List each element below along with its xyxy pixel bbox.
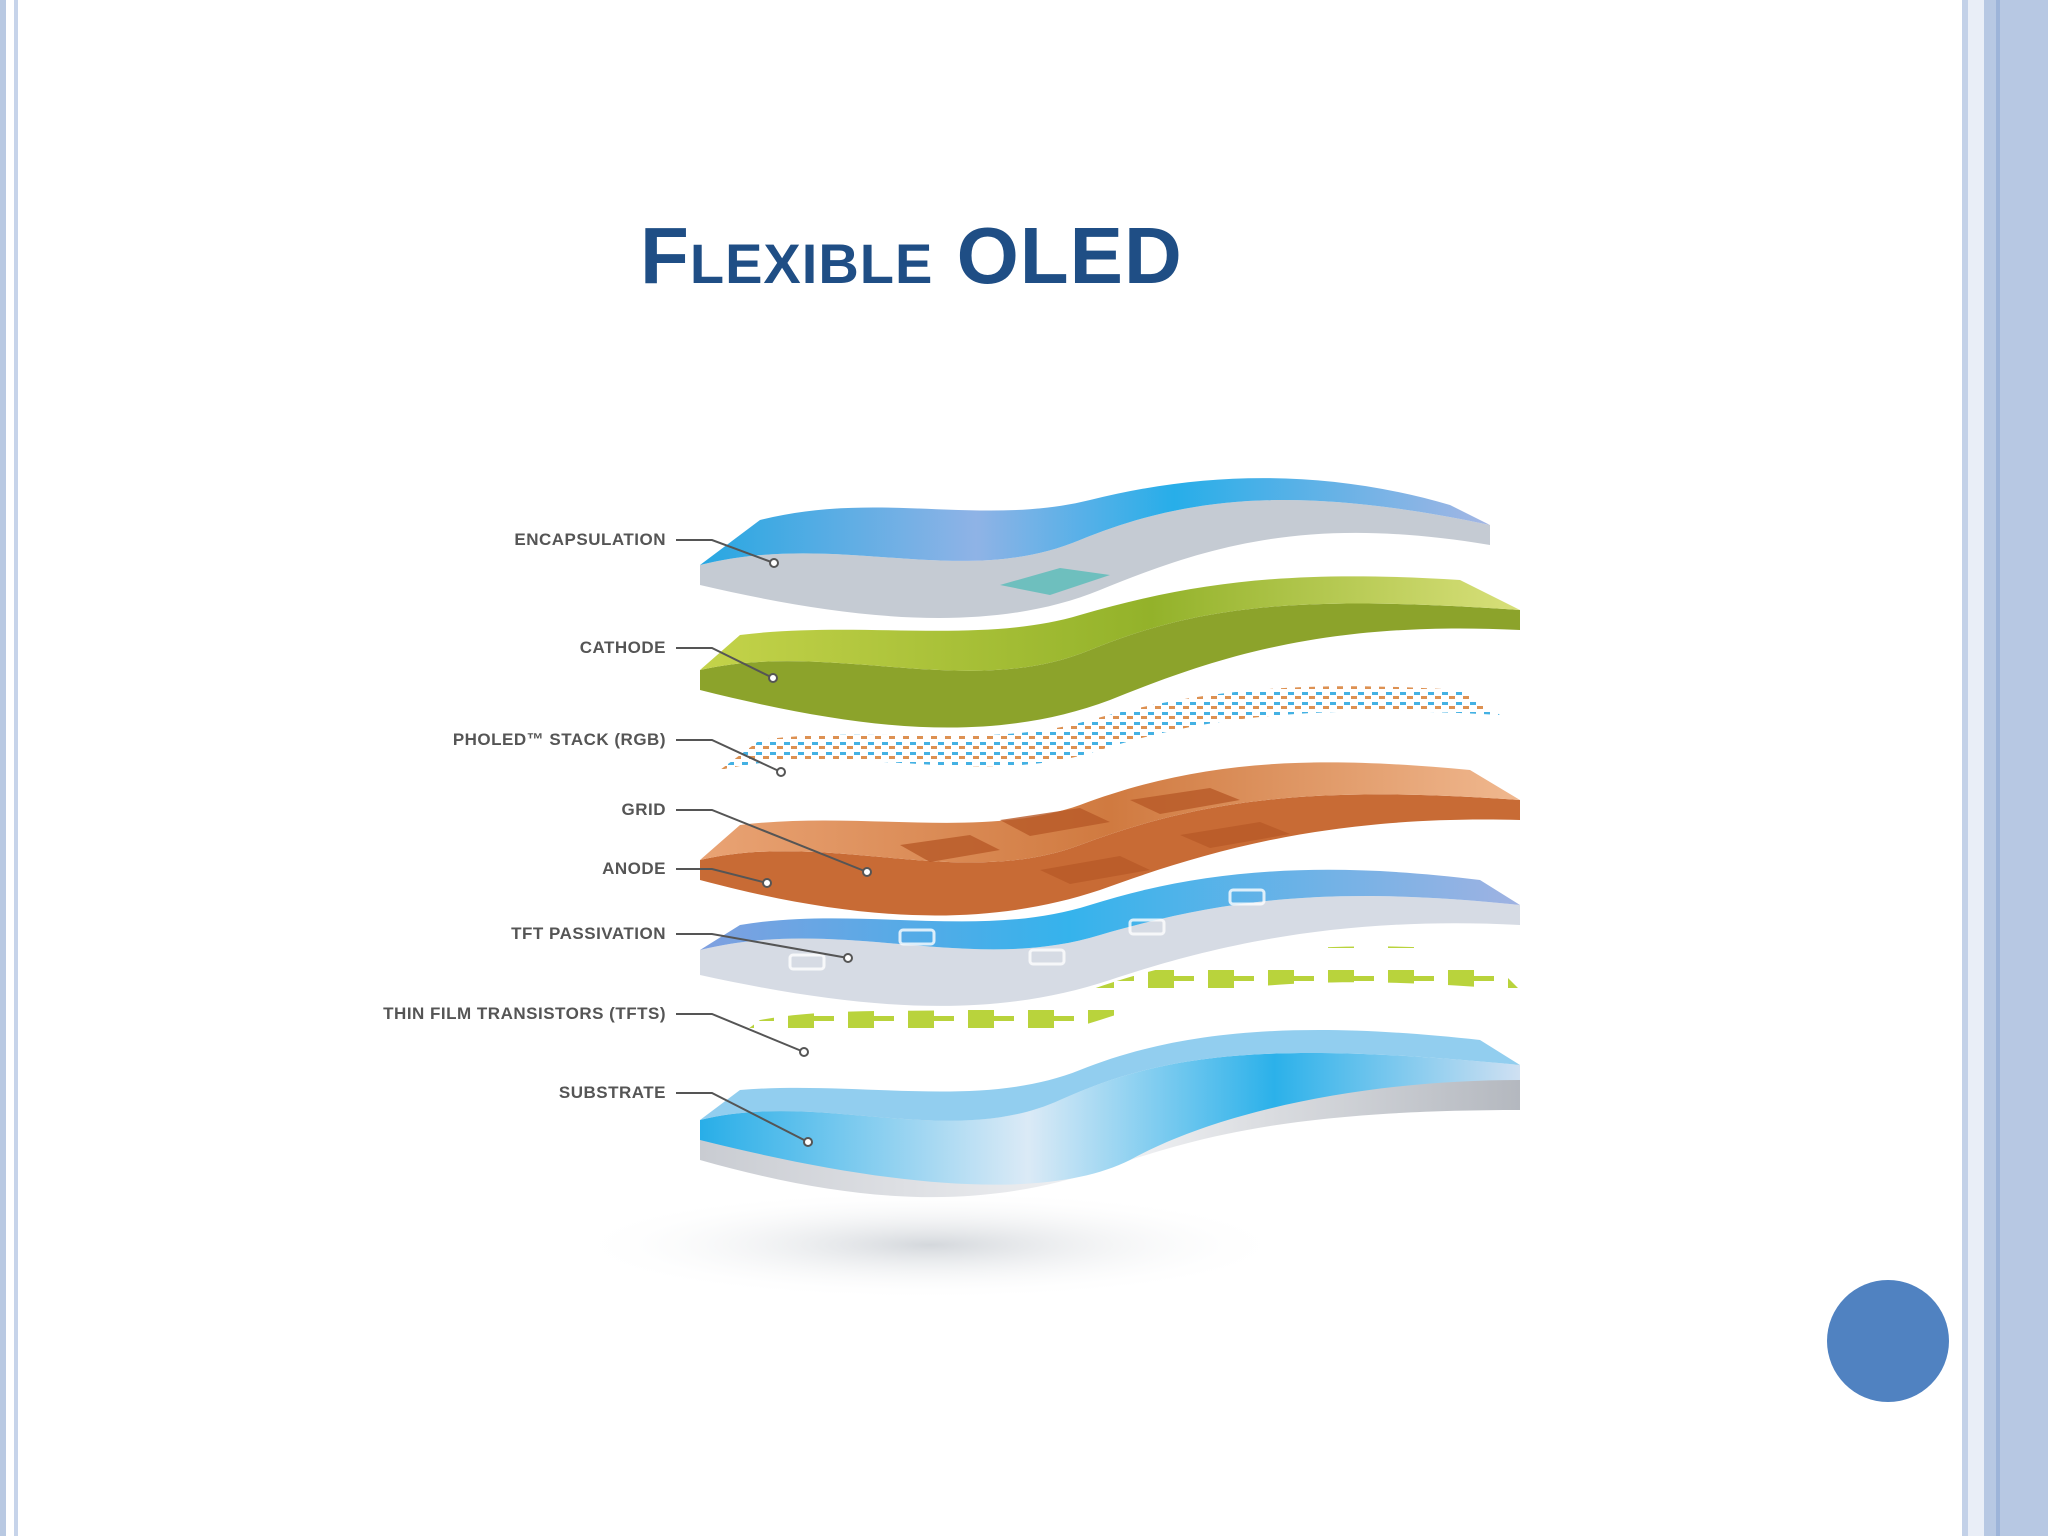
frame-right-line — [1996, 0, 2000, 1536]
slide-decoration-circle — [1827, 1280, 1949, 1402]
frame-left-inner-border — [14, 0, 18, 1536]
frame-left-border — [0, 0, 6, 1536]
floor-shadow — [570, 1190, 1290, 1300]
substrate-layer — [700, 1030, 1520, 1198]
frame-right-inner-border — [1962, 0, 1968, 1536]
frame-right-border — [1984, 0, 2048, 1536]
label-encapsulation: ENCAPSULATION — [514, 530, 666, 549]
leader-dots — [762, 558, 872, 1147]
leader-lines — [676, 539, 868, 1143]
cathode-layer — [700, 576, 1520, 728]
label-cathode: CATHODE — [579, 638, 666, 657]
label-thin-film-transistors: THIN FILM TRANSISTORS (TFTS) — [383, 1004, 666, 1023]
anode-grid-layer — [700, 762, 1520, 916]
label-substrate: SUBSTRATE — [558, 1083, 666, 1102]
label-grid: GRID — [621, 800, 666, 819]
label-pholed-stack: PHOLED™ STACK (RGB) — [452, 730, 666, 749]
tft-layer — [720, 946, 1520, 1050]
slide-title: Flexible OLED — [640, 211, 1183, 300]
tft-passivation-layer — [700, 869, 1520, 1006]
frame-right-band — [1968, 0, 1984, 1536]
pholed-stack-layer — [720, 686, 1500, 770]
encapsulation-layer — [700, 478, 1490, 618]
label-anode: ANODE — [602, 859, 666, 878]
label-tft-passivation: TFT PASSIVATION — [511, 924, 666, 943]
